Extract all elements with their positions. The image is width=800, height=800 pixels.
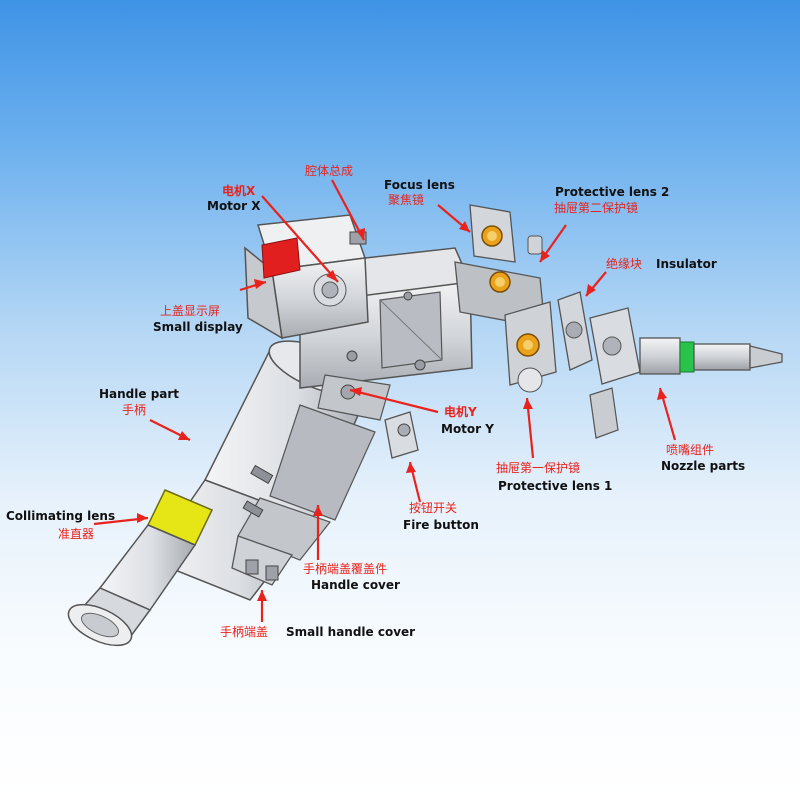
- small-display-cn-label: 上盖显示屏: [160, 304, 221, 318]
- handle-cover-cn-label: 手柄端盖覆盖件: [303, 562, 388, 576]
- arrowhead-small-display: [254, 279, 266, 289]
- arrowhead-fire-button: [406, 462, 416, 473]
- handle-part-cn-label: 手柄: [122, 403, 147, 417]
- arrow-motor-x: [261, 195, 339, 283]
- handle-part-en-label: Handle part: [99, 387, 180, 401]
- small-handle-cover-part: [231, 535, 294, 586]
- arrow-motor-y: [349, 388, 439, 414]
- arrowhead-protective-lens-1: [523, 398, 533, 409]
- nozzle-parts-en-label: Nozzle parts: [661, 459, 746, 473]
- small-display-en-label: Small display: [153, 320, 243, 334]
- nozzle-parts-cn-label: 喷嘴组件: [666, 443, 715, 457]
- collimating-lens-cn-label: 准直器: [58, 527, 95, 541]
- callout-arrows: [93, 179, 677, 622]
- protective-lens-1-part: [504, 301, 557, 393]
- insulator-cn-label: 绝缘块: [606, 257, 643, 271]
- motor-y-cn-label: 电机Y: [444, 405, 477, 419]
- protective-lens-1-en-label: Protective lens 1: [498, 479, 613, 493]
- motor-x-en-label: Motor X: [207, 199, 261, 213]
- arrowhead-handle-cover: [313, 505, 323, 516]
- small-handle-cover-en-label: Small handle cover: [286, 625, 416, 639]
- arrowhead-collimating-lens: [137, 513, 148, 523]
- handle-cover-en-label: Handle cover: [311, 578, 400, 592]
- motor-x-cn-label: 电机X: [222, 184, 256, 198]
- cavity-cn-label: 腔体总成: [305, 164, 354, 178]
- insulator-en-label: Insulator: [656, 257, 717, 271]
- arrowhead-motor-x: [326, 270, 338, 282]
- fire-button-part: [384, 411, 419, 459]
- arrowhead-nozzle-parts: [657, 388, 667, 400]
- small-handle-cover-cn-label: 手柄端盖: [220, 625, 269, 639]
- arrowhead-focus-lens: [459, 221, 470, 232]
- small-display-screen: [261, 237, 301, 279]
- protective-lens-2-en-label: Protective lens 2: [555, 185, 670, 199]
- arrowhead-motor-y: [350, 387, 362, 396]
- fire-button-cn-label: 按钮开关: [409, 501, 458, 515]
- collimating-lens-part: [67, 489, 214, 647]
- arrowhead-insulator: [586, 284, 596, 296]
- arrowhead-cavity: [356, 228, 365, 240]
- nozzle-parts: [589, 307, 783, 439]
- arrowhead-protective-lens-2: [540, 250, 550, 262]
- arrowhead-handle-part: [178, 431, 190, 440]
- focus-lens-en-label: Focus lens: [384, 178, 455, 192]
- motor-x-display-housing: [244, 214, 369, 340]
- arrow-cavity: [331, 179, 365, 241]
- arrowhead-small-handle-cover: [257, 590, 267, 601]
- protective-lens-2-cn-label: 抽屉第二保护镜: [554, 201, 639, 215]
- collimating-lens-en-label: Collimating lens: [6, 509, 116, 523]
- focus-lens-cn-label: 聚焦镜: [388, 193, 425, 207]
- insulator-part: [557, 291, 593, 371]
- fire-button-en-label: Fire button: [403, 518, 479, 532]
- motor-y-en-label: Motor Y: [441, 422, 494, 436]
- protective-lens-1-cn-label: 抽屉第一保护镜: [496, 461, 581, 475]
